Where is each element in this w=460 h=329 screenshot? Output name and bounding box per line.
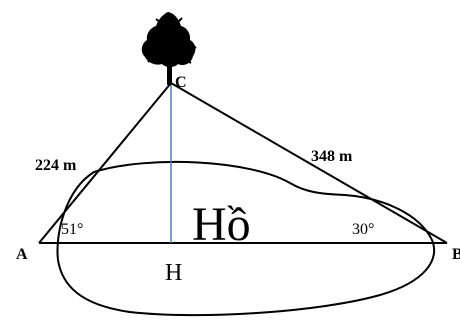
side-bc-length: 348 m <box>311 148 353 165</box>
label-c: C <box>175 74 187 91</box>
lake-label: Hồ <box>192 198 251 251</box>
label-a: A <box>16 246 28 263</box>
side-ac <box>38 82 172 244</box>
angle-b-label: 30° <box>352 221 374 238</box>
label-b: B <box>452 246 460 263</box>
side-ac-length: 224 m <box>35 157 77 174</box>
side-bc <box>170 82 448 244</box>
label-h: H <box>165 260 182 286</box>
tree-icon <box>141 12 197 85</box>
lake-outline <box>56 160 435 317</box>
angle-a-label: 51° <box>61 221 83 238</box>
